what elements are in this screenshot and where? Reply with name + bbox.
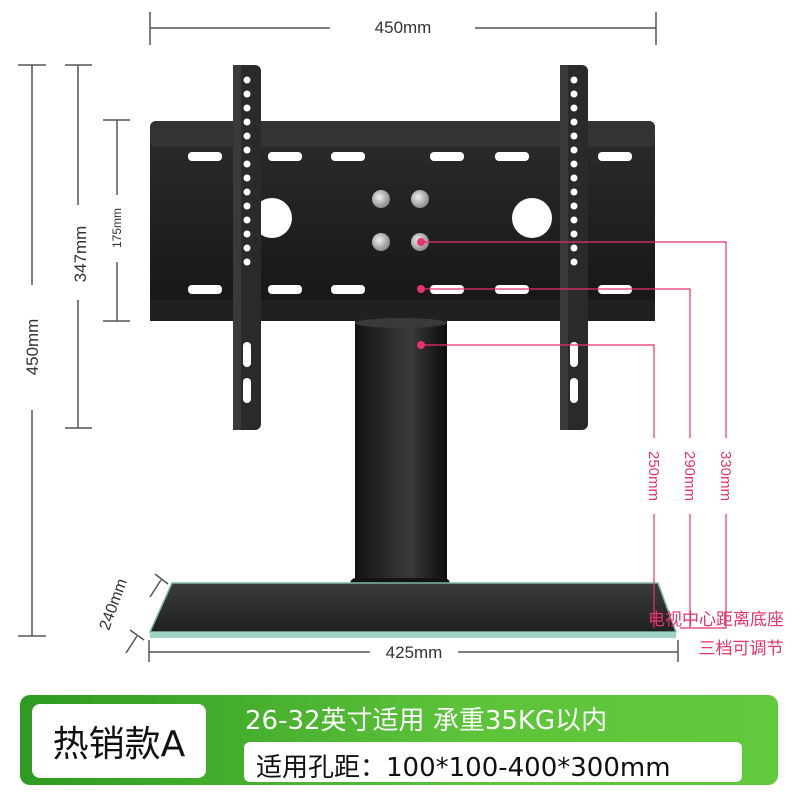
height-caption-line1: 电视中心距离底座 <box>648 610 784 630</box>
height-250-label: 250mm <box>645 451 662 501</box>
top-width-dimension <box>149 12 657 45</box>
total-height-dimension <box>18 64 46 637</box>
banner-line2: 适用孔距：100*100-400*300mm <box>256 753 671 783</box>
height-290-label: 290mm <box>681 451 698 501</box>
top-width-label: 450mm <box>375 18 432 37</box>
plate-height-dimension <box>103 119 130 322</box>
mounting-plate <box>150 121 655 321</box>
height-indicator-lines <box>421 241 727 629</box>
base-width-dimension <box>148 640 679 662</box>
base-depth-dimension <box>125 573 169 654</box>
right-arm <box>560 65 588 430</box>
hot-sale-badge: 热销款A <box>32 704 206 778</box>
total-height-label: 450mm <box>23 319 42 376</box>
base-depth-label: 240mm <box>97 576 131 632</box>
glass-base <box>148 582 678 638</box>
base-width-label: 425mm <box>386 643 443 662</box>
plate-height-label: 175mm <box>110 208 124 248</box>
bracket-height-dimension <box>65 64 92 429</box>
height-caption-line2: 三档可调节 <box>699 639 784 659</box>
height-330-label: 330mm <box>717 451 734 501</box>
banner-line1: 26-32英寸适用 承重35KG以内 <box>245 706 608 736</box>
height-indicator-dots <box>417 238 425 349</box>
pole <box>350 318 450 601</box>
bracket-height-label: 347mm <box>71 226 90 283</box>
left-arm <box>233 65 261 430</box>
banner-line2-box <box>244 742 742 782</box>
